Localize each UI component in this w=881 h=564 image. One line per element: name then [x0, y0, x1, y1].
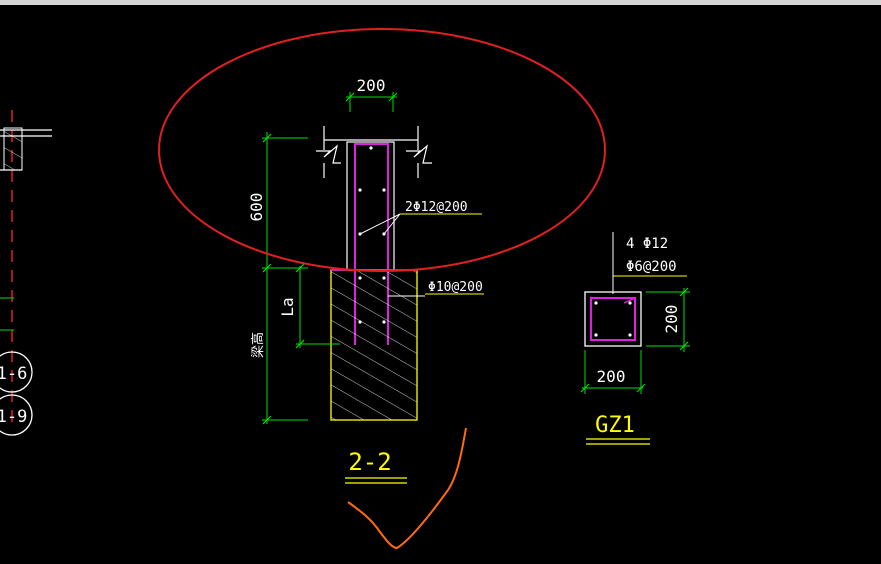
wall-top-break: [316, 126, 432, 178]
section-title-2-2: 2-2: [345, 448, 407, 484]
axis-bubble-1-6: [0, 351, 33, 393]
rebar-vertical-label: 2Φ12@200: [405, 200, 468, 215]
section-title-text: 2-2: [348, 448, 391, 476]
gz1-stirrup-label: Φ6@200: [626, 259, 677, 275]
leader-rebar-vertical: 2Φ12@200: [359, 200, 482, 235]
dimension-top-width: 200: [345, 76, 398, 112]
gz1-outline: [584, 291, 642, 347]
orange-markup-checkmark: [347, 427, 467, 550]
gz1-main-rebar-label: 4 Φ12: [626, 236, 668, 252]
leader-rebar-tie: Φ10@200: [388, 280, 484, 297]
gz1-width-dim: 200: [597, 367, 626, 386]
footing-beam: [330, 269, 418, 421]
gz1-title: GZ1: [595, 413, 635, 438]
axis-bubble-1-9: [0, 394, 33, 436]
rebar-tie-label: Φ10@200: [428, 280, 483, 295]
column-gz1: 4 Φ12 Φ6@200 200 200 GZ1: [580, 232, 690, 445]
axis-bubble-1-6-label: 1-6: [0, 364, 27, 384]
dimension-anchor-text: La: [278, 297, 297, 316]
left-edge-fragment: 1-6 1-9: [0, 110, 52, 436]
section-2-2: 200: [247, 76, 484, 484]
dimension-anchor: La: [278, 263, 340, 349]
red-markup-ellipse: [158, 28, 606, 272]
gz1-height-dim: 200: [662, 305, 681, 334]
gz1-stirrup: [590, 297, 636, 341]
dimension-height-text: 600: [247, 193, 266, 222]
dimension-height: 600 梁高: [247, 132, 308, 425]
window-top-border: [0, 0, 881, 5]
dimension-width-text: 200: [357, 76, 386, 95]
beam-height-label: 梁高: [250, 332, 266, 358]
axis-bubble-1-9-label: 1-9: [0, 407, 27, 427]
